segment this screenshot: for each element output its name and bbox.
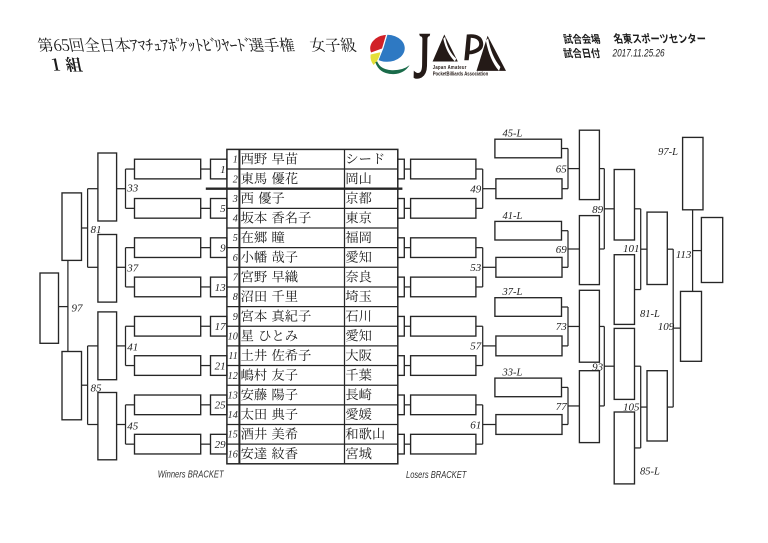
svg-text:13: 13 [215,282,227,294]
svg-text:7: 7 [233,273,239,284]
svg-text:15: 15 [228,430,238,441]
svg-text:97: 97 [72,303,84,315]
svg-text:41: 41 [127,342,138,354]
svg-text:33-L: 33-L [502,368,523,379]
svg-text:57: 57 [470,341,482,353]
svg-text:41-L: 41-L [503,211,523,222]
svg-text:113: 113 [676,249,692,261]
svg-text:37-L: 37-L [502,287,523,298]
svg-text:10: 10 [228,331,238,342]
svg-text:73: 73 [556,321,568,333]
svg-text:1: 1 [233,155,238,166]
svg-text:5: 5 [233,233,238,244]
svg-text:85-L: 85-L [640,467,660,478]
svg-text:37: 37 [126,263,139,275]
svg-text:105: 105 [623,401,640,413]
svg-text:PocketBilliards Association: PocketBilliards Association [433,71,489,78]
svg-text:101: 101 [623,243,640,255]
svg-text:81-L: 81-L [640,309,660,320]
svg-text:49: 49 [470,184,482,196]
svg-text:77: 77 [556,401,568,413]
svg-text:17: 17 [215,321,227,333]
svg-text:29: 29 [215,439,227,451]
svg-text:4: 4 [233,214,238,225]
svg-text:2: 2 [233,174,238,185]
svg-text:16: 16 [228,449,239,460]
svg-text:45-L: 45-L [503,129,523,140]
svg-text:5: 5 [220,203,226,215]
svg-text:53: 53 [470,262,482,274]
svg-text:9: 9 [220,242,226,254]
svg-text:8: 8 [233,292,238,303]
svg-text:Japan Amateur: Japan Amateur [433,65,467,72]
svg-text:1: 1 [220,164,226,176]
svg-text:13: 13 [228,390,238,401]
svg-text:6: 6 [233,253,239,264]
svg-text:12: 12 [228,371,238,382]
svg-text:93: 93 [592,362,604,374]
svg-text:21: 21 [215,360,226,372]
svg-text:45: 45 [127,421,139,433]
svg-text:2017.11.25.26: 2017.11.25.26 [612,47,665,59]
svg-text:3: 3 [232,194,238,205]
svg-text:11: 11 [228,351,237,362]
svg-text:9: 9 [233,312,238,323]
svg-text:109: 109 [658,321,675,333]
svg-text:85: 85 [91,383,103,395]
svg-text:25: 25 [215,400,227,412]
svg-text:81: 81 [91,224,102,236]
svg-text:69: 69 [556,244,568,256]
svg-text:Losers BRACKET: Losers BRACKET [406,469,468,480]
svg-text:61: 61 [470,419,481,431]
svg-text:97-L: 97-L [658,147,678,158]
svg-text:33: 33 [126,183,139,195]
svg-text:14: 14 [228,410,238,421]
svg-text:Winners BRACKET: Winners BRACKET [158,468,225,479]
svg-text:65: 65 [556,164,568,176]
svg-text:89: 89 [592,204,604,216]
